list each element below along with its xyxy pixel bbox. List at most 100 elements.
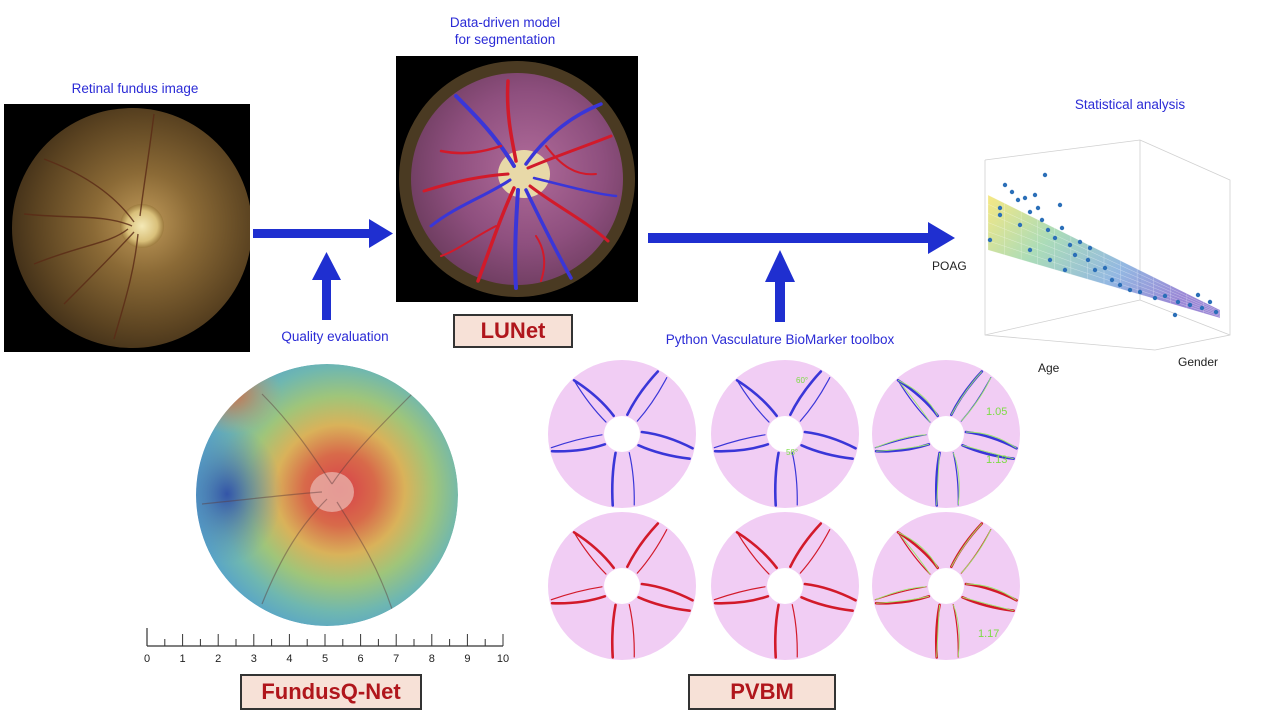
- pvbm-vessel: [735, 531, 778, 570]
- scatter-point: [1199, 305, 1205, 311]
- scale-tick-label: 7: [393, 653, 399, 665]
- scale-tick-label: 8: [429, 653, 435, 665]
- pvbm-tortuosity-overlay: [950, 371, 983, 415]
- scatter-point: [1117, 282, 1123, 288]
- pvbm-vessel: [791, 452, 798, 506]
- pvbm-vessel: [626, 522, 660, 569]
- scatter-point: [987, 237, 993, 243]
- pvbm-vessel: [713, 595, 770, 605]
- pvbm-vessel: [637, 443, 691, 460]
- scale-tick-label: 4: [286, 653, 292, 665]
- quality-heatmap: [196, 364, 458, 626]
- scatter-point: [1172, 312, 1178, 318]
- pvbm-annulus: [548, 360, 696, 508]
- scatter-point: [1077, 239, 1083, 245]
- pvbm-tortuosity-overlay: [876, 443, 929, 452]
- pvbm-vessel: [897, 531, 931, 575]
- segmentation-caption-line1: Data-driven model: [449, 15, 561, 30]
- arrow-quality-up: [312, 252, 341, 320]
- scatter-point: [1027, 247, 1033, 253]
- x-axis-label: Age: [1038, 361, 1060, 375]
- scatter-point: [1213, 309, 1219, 315]
- pvbm-vessel: [736, 379, 770, 423]
- pvbm-vessel: [961, 443, 1015, 460]
- pvbm-tortuosity-overlay: [952, 452, 960, 506]
- pvbm-tortuosity-overlay: [936, 604, 940, 658]
- pvbm-tortuosity-overlay: [965, 431, 1017, 449]
- scale-tick-label: 6: [358, 653, 364, 665]
- scatter-point: [1092, 267, 1098, 273]
- pvbm-vessel: [789, 370, 823, 417]
- pvbm-tortuosity-overlay: [897, 380, 931, 423]
- pvbm-annulus: [548, 512, 696, 660]
- scatter-point: [1042, 172, 1048, 178]
- scatter-point: [1187, 302, 1193, 308]
- scatter-point: [1072, 252, 1078, 258]
- pvbm-vessel: [897, 379, 931, 423]
- pvbm-vessel: [713, 443, 770, 453]
- angle-label-bottom: 58°: [786, 448, 799, 457]
- pvbm-vessel: [550, 434, 603, 449]
- pvbm-vessel: [773, 603, 780, 659]
- pvbm-vessel: [628, 452, 635, 506]
- scatter-point: [1045, 227, 1051, 233]
- pvbm-vessel: [636, 529, 668, 574]
- z-axis-label: POAG: [932, 259, 967, 273]
- scatter-point: [1109, 277, 1115, 283]
- scatter-point: [1052, 235, 1058, 241]
- pvbm-annulus: [872, 512, 1020, 660]
- scatter-point: [1009, 189, 1015, 195]
- scale-tick-label: 10: [497, 653, 509, 665]
- fundus-image: [4, 104, 250, 352]
- scatter-point: [1162, 293, 1168, 299]
- pvbm-vessel: [799, 529, 831, 574]
- pvbm-annulus: [872, 360, 1020, 508]
- pvbm-tortuosity-overlay: [965, 583, 1017, 601]
- pvbm-vessel: [773, 451, 780, 507]
- pvbm-box: PVBM: [688, 674, 836, 710]
- fundus-caption: Retinal fundus image: [71, 81, 199, 96]
- scatter-point: [1087, 245, 1093, 251]
- stats-caption: Statistical analysis: [1074, 97, 1186, 112]
- scatter-point: [1047, 257, 1053, 263]
- segmentation-vessels: [422, 79, 618, 290]
- scatter-point: [1059, 225, 1065, 231]
- scatter-point: [1027, 209, 1033, 215]
- pvbm-tortuosity-overlay: [875, 586, 927, 601]
- arrow-pvbm-up: [765, 250, 795, 322]
- pvbm-vessel: [626, 370, 660, 417]
- pvbm-vessel: [791, 604, 798, 658]
- pvbm-tortuosity-overlay: [952, 604, 960, 658]
- pvbm-vessel: [735, 379, 778, 418]
- pvbm-annulus: [711, 512, 859, 660]
- scale-tick-label: 5: [322, 653, 328, 665]
- pvbm-tortuosity-overlay: [960, 529, 992, 574]
- pvbm-vessel: [640, 582, 694, 602]
- pvbm-label: PVBM: [730, 679, 794, 704]
- pvbm-vessel: [637, 595, 691, 612]
- scatter-point: [1022, 195, 1028, 201]
- scale-tick-label: 9: [464, 653, 470, 665]
- tortuosity-label-3: 1.17: [978, 628, 1000, 640]
- tortuosity-label-2: 1.13: [986, 454, 1008, 466]
- scatter-point: [1017, 222, 1023, 228]
- pvbm-vessel: [550, 443, 607, 453]
- scatter-point: [1085, 257, 1091, 263]
- optic-disc: [120, 204, 164, 248]
- scatter-point: [1152, 295, 1158, 301]
- pvbm-vessel: [964, 582, 1018, 602]
- pvbm-tortuosity-overlay: [897, 531, 939, 569]
- scale-tick-label: 1: [180, 653, 186, 665]
- tortuosity-label-1: 1.05: [986, 406, 1008, 418]
- scale-tick-label: 0: [144, 653, 150, 665]
- pvbm-grid: 60° 58° 1.05 1.13 1.17: [546, 354, 1026, 664]
- scatter-point: [1067, 242, 1073, 248]
- scatter-point: [997, 212, 1003, 218]
- pvbm-vessel: [713, 586, 766, 601]
- scatter-point: [1195, 292, 1201, 298]
- pvbm-tortuosity-overlay: [875, 434, 927, 449]
- lunet-box: LUNet: [453, 314, 573, 348]
- segmentation-image: [396, 56, 638, 302]
- pvbm-vessel: [636, 377, 668, 422]
